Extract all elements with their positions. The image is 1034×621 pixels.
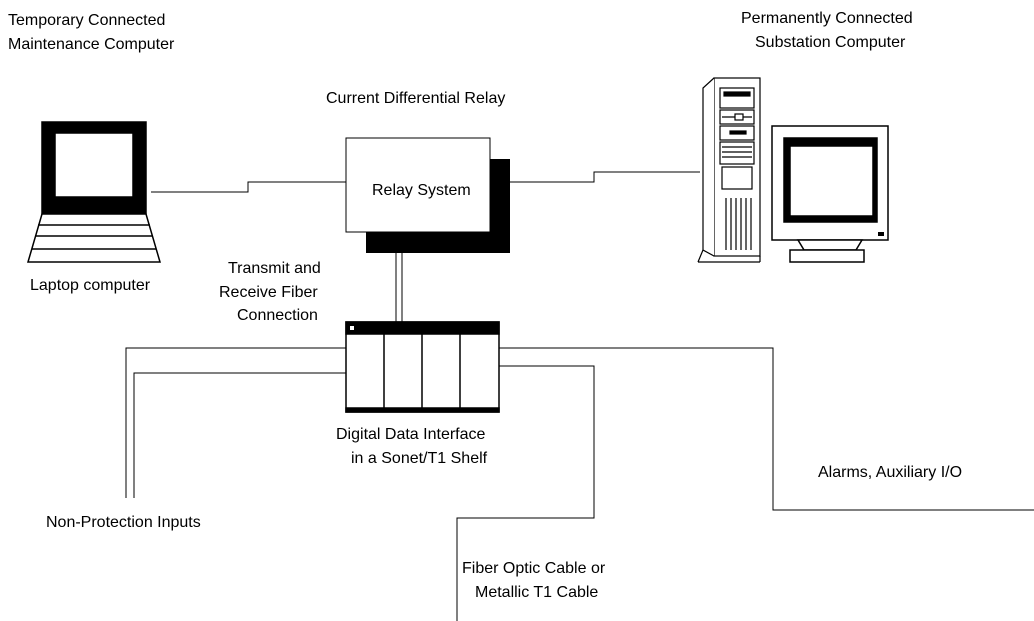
non-protection-label: Non-Protection Inputs [46,514,201,531]
laptop-relay-link [151,181,346,193]
fiber-connection-label-line1: Transmit and [228,260,321,277]
cable-label-line1: Fiber Optic Cable or [462,560,606,577]
substation-computer-label-line2: Substation Computer [755,34,906,51]
tower-computer-icon [697,77,761,263]
interface-label-line2: in a Sonet/T1 Shelf [351,450,488,467]
fiber-connection-label-line3: Connection [237,307,318,324]
alarms-label: Alarms, Auxiliary I/O [818,464,963,481]
maintenance-computer-label-line2: Maintenance Computer [8,36,175,53]
laptop-label: Laptop computer [30,277,151,294]
substation-computer-label-line1: Permanently Connected [741,10,913,27]
relay-title-label: Current Differential Relay [326,90,506,107]
interface-label-line1: Digital Data Interface [336,426,486,443]
non-protection-input-lines [125,347,346,498]
relay-box-label: Relay System [372,182,471,199]
maintenance-computer-label-line1: Temporary Connected [8,12,166,29]
fiber-connection-lines [395,253,403,322]
cable-line [456,365,595,621]
fiber-connection-label-line2: Receive Fiber [219,284,318,301]
sonet-shelf-icon [345,321,500,413]
laptop-icon [27,121,161,263]
relay-substation-link [510,171,700,183]
alarms-line [499,347,1034,511]
cable-label-line2: Metallic T1 Cable [475,584,599,601]
monitor-icon [771,125,889,263]
relay-system-box [345,137,510,253]
